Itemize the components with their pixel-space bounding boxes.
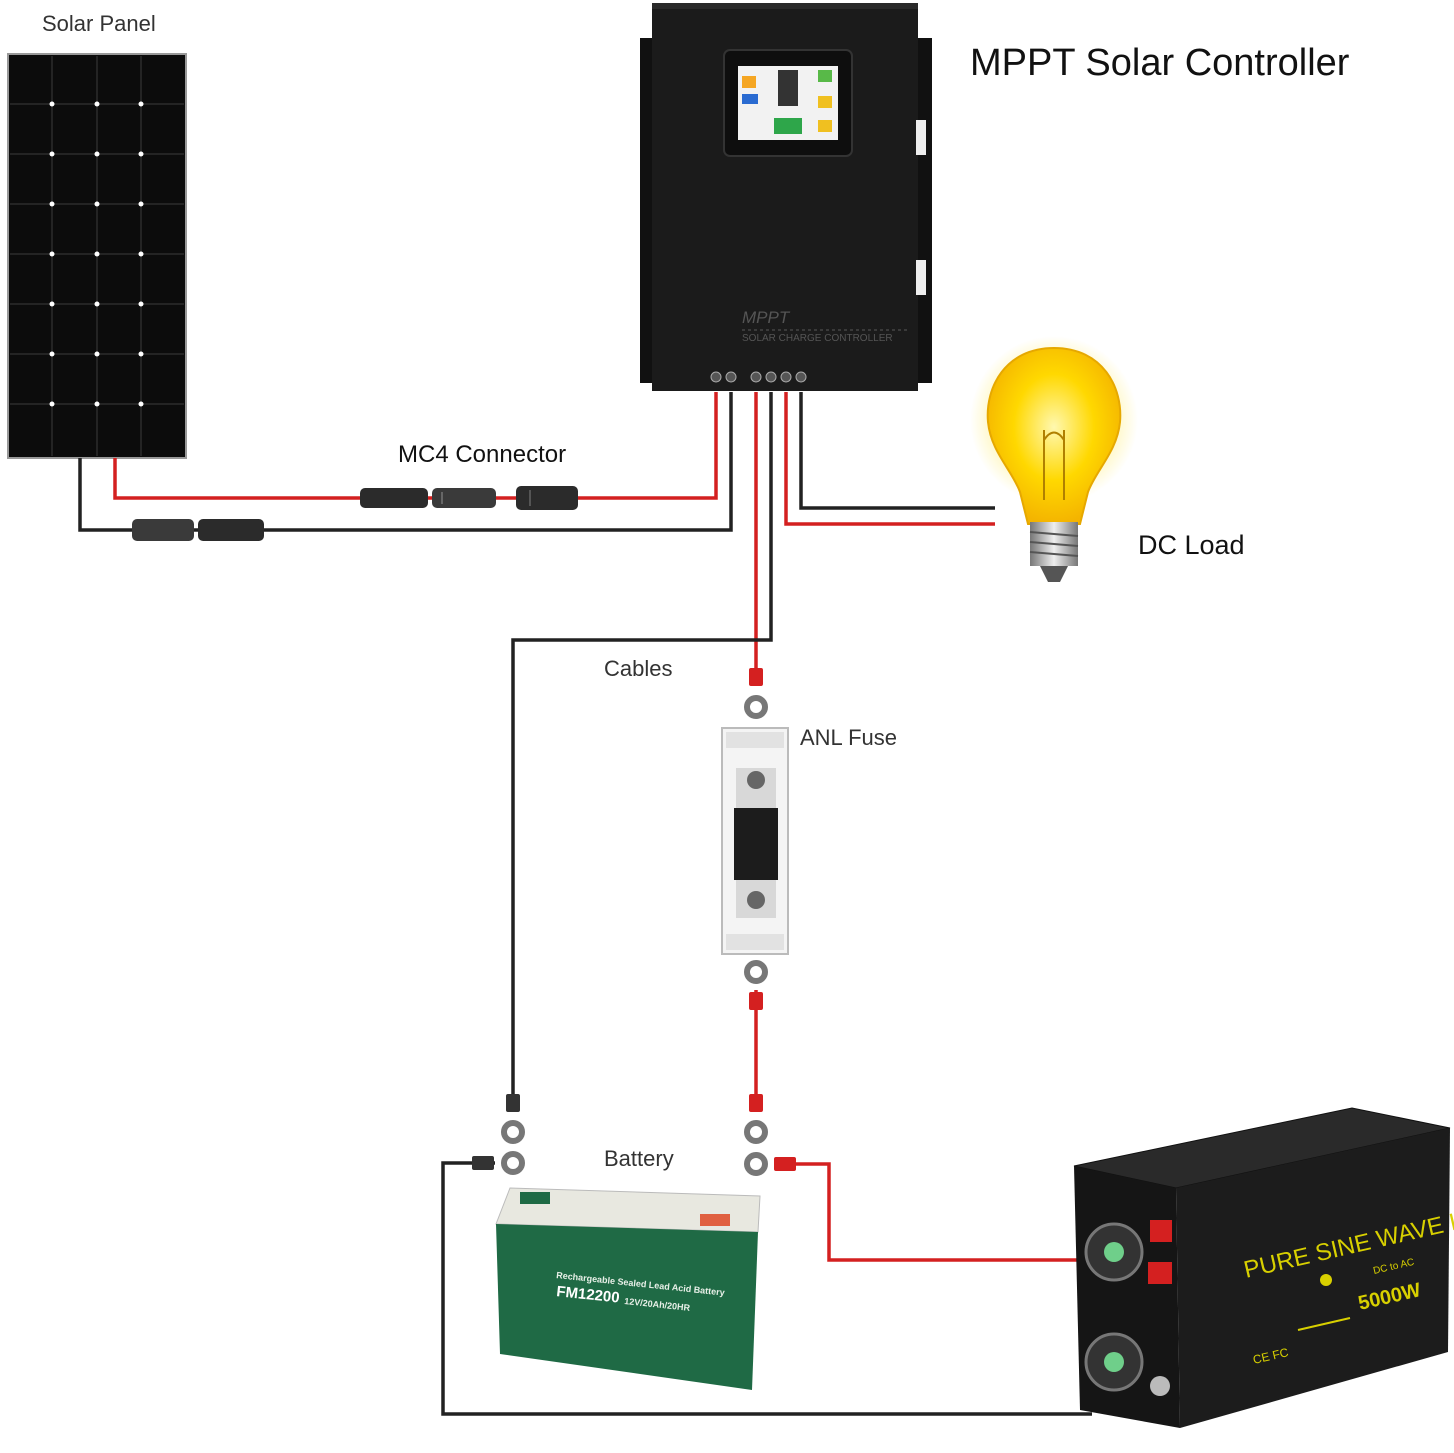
anl-fuse [721, 727, 789, 955]
controller-brand-text: MPPT [742, 308, 790, 327]
mc4-connectors-negative [132, 519, 264, 541]
dc-load-label: DC Load [1138, 530, 1245, 560]
sun-icon [1320, 1274, 1332, 1286]
battery: Rechargeable Sealed Lead Acid Battery FM… [495, 1187, 761, 1390]
battery-model-text: FM12200 [556, 1283, 621, 1307]
controller-terminals [710, 371, 807, 383]
battery-label: Battery [604, 1146, 674, 1171]
anl-fuse-label: ANL Fuse [800, 725, 898, 750]
load-negative-wire [799, 392, 995, 510]
dc-load-bulb [970, 336, 1138, 582]
mppt-controller [640, 3, 932, 391]
ring-terminals [472, 668, 796, 1176]
solar-negative-wire [78, 392, 733, 532]
cables-label: Cables [604, 656, 673, 681]
load-positive-wire [784, 392, 995, 526]
inverter-negative-wire [441, 1161, 1092, 1416]
inverter: PURE SINE WAVE INVERTER DC to AC 5000W C… [1073, 1107, 1454, 1428]
battery-negative-wire [511, 392, 773, 1100]
mc4-connectors-positive [360, 486, 578, 510]
solar-panel [7, 53, 187, 459]
solar-panel-label: Solar Panel [42, 11, 156, 36]
controller-label: MPPT Solar Controller [970, 42, 1350, 84]
controller-sub-text: SOLAR CHARGE CONTROLLER [742, 333, 893, 344]
mc4-connector-label: MC4 Connector [398, 441, 567, 468]
inverter-positive-wire [790, 1162, 1092, 1262]
